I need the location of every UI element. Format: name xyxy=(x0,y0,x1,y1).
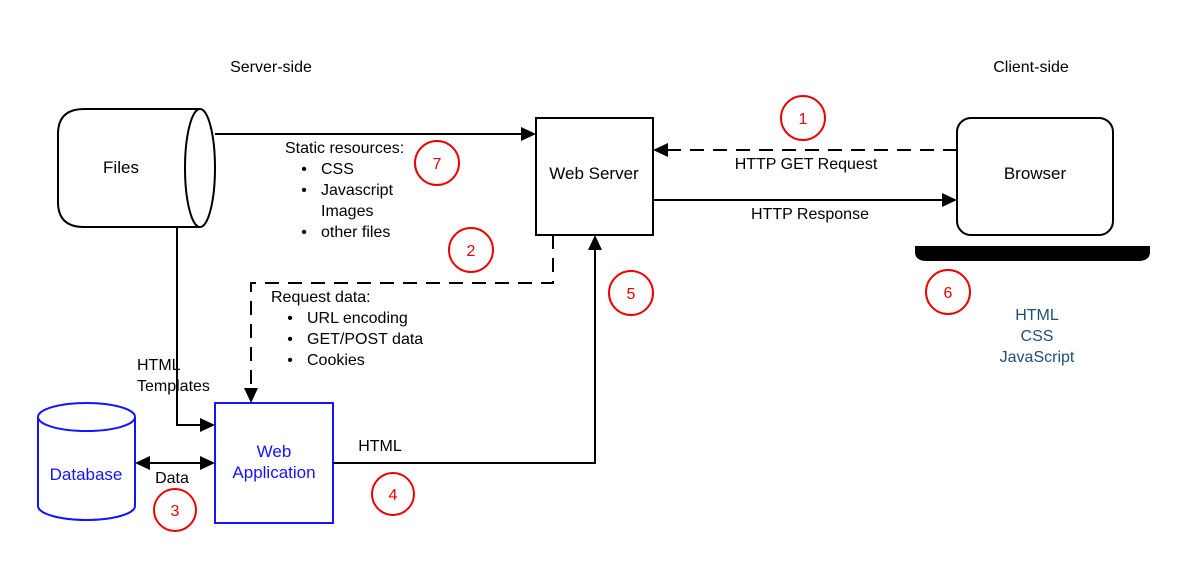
bullet-icon: • xyxy=(287,310,293,327)
database-cylinder-top xyxy=(37,402,136,432)
laptop-base-shape xyxy=(915,246,1150,261)
html-templates-label-line1: HTML xyxy=(137,357,181,374)
client-outputs-annotation: HTML CSS JavaScript xyxy=(1000,307,1075,366)
step-marker-1: 1 xyxy=(780,95,826,141)
step-number: 5 xyxy=(627,286,636,303)
files-cylinder-end xyxy=(184,108,216,228)
html-templates-label-line2: Templates xyxy=(137,378,210,395)
static-resources-title: Static resources: xyxy=(285,140,404,157)
html-label: HTML xyxy=(358,438,402,455)
client-output-item: JavaScript xyxy=(1000,349,1075,366)
step-marker-7: 7 xyxy=(414,140,460,186)
client-output-item: HTML xyxy=(1015,307,1059,324)
client-output-item: CSS xyxy=(1021,328,1054,345)
static-resources-item: CSS xyxy=(321,161,354,178)
files-label: Files xyxy=(103,158,139,177)
step-circle xyxy=(448,227,494,273)
http-response-label: HTTP Response xyxy=(751,206,869,223)
files-node: Files xyxy=(57,108,216,228)
edge-html-templates: HTML Templates xyxy=(137,227,215,432)
request-data-title: Request data: xyxy=(271,289,371,306)
arrowhead-right xyxy=(942,193,957,207)
step-circle xyxy=(153,488,197,532)
web-application-label-line2: Application xyxy=(232,463,315,482)
step-number: 2 xyxy=(467,243,476,260)
static-resources-item: other files xyxy=(321,224,390,241)
edge-line xyxy=(176,227,201,426)
step-number: 7 xyxy=(433,156,442,173)
edge-http-response: HTTP Response xyxy=(653,193,957,223)
request-data-item: Cookies xyxy=(307,352,365,369)
static-resources-item: Images xyxy=(321,203,373,220)
step-marker-6: 6 xyxy=(925,269,971,315)
bullet-icon: • xyxy=(301,182,307,199)
step-marker-2: 2 xyxy=(448,227,494,273)
bullet-icon: • xyxy=(287,352,293,369)
web-server-box xyxy=(535,117,654,236)
database-node: Database xyxy=(37,402,136,521)
edge-files-to-webserver xyxy=(215,127,536,141)
edge-data: Data xyxy=(135,456,215,487)
request-data-item: URL encoding xyxy=(307,310,408,327)
arrowhead-left xyxy=(653,143,668,157)
client-side-heading: Client-side xyxy=(993,59,1069,76)
static-resources-annotation: Static resources: • CSS • Javascript Ima… xyxy=(285,140,404,241)
browser-box xyxy=(956,117,1114,236)
files-cylinder-body xyxy=(57,108,200,228)
step-circle xyxy=(925,269,971,315)
arrowhead-up xyxy=(588,235,602,250)
request-data-annotation: Request data: • URL encoding • GET/POST … xyxy=(271,289,423,369)
arrowhead-left xyxy=(135,456,150,470)
arrowhead-down xyxy=(244,388,258,403)
http-get-request-label: HTTP GET Request xyxy=(735,156,878,173)
server-side-heading: Server-side xyxy=(230,59,312,76)
web-server-node: Web Server xyxy=(535,117,654,236)
database-cylinder-body xyxy=(37,417,136,521)
database-label: Database xyxy=(50,465,123,484)
arrowhead-right xyxy=(200,456,215,470)
edge-request-data xyxy=(244,235,554,403)
edge-line xyxy=(333,249,596,464)
step-circle xyxy=(371,472,415,516)
data-label: Data xyxy=(155,470,189,487)
bullet-icon: • xyxy=(287,331,293,348)
edge-http-get-request: HTTP GET Request xyxy=(653,143,957,173)
browser-label: Browser xyxy=(1004,164,1067,183)
arrowhead-right xyxy=(200,418,215,432)
edge-html: HTML xyxy=(333,235,602,464)
step-circle xyxy=(608,270,654,316)
bullet-icon: • xyxy=(301,161,307,178)
step-marker-3: 3 xyxy=(153,488,197,532)
web-application-label-line1: Web xyxy=(257,442,292,461)
step-marker-5: 5 xyxy=(608,270,654,316)
step-number: 3 xyxy=(171,503,180,520)
edge-line xyxy=(250,235,554,389)
browser-node: Browser xyxy=(915,117,1150,261)
web-application-node: Web Application xyxy=(214,402,334,524)
step-marker-4: 4 xyxy=(371,472,415,516)
static-resources-item: Javascript xyxy=(321,182,394,199)
request-data-item: GET/POST data xyxy=(307,331,423,348)
arrowhead-right xyxy=(521,127,536,141)
web-server-label: Web Server xyxy=(549,164,639,183)
bullet-icon: • xyxy=(301,224,307,241)
step-number: 4 xyxy=(389,487,398,504)
step-circle xyxy=(414,140,460,186)
step-number: 6 xyxy=(944,285,953,302)
step-circle xyxy=(780,95,826,141)
step-number: 1 xyxy=(799,111,808,128)
